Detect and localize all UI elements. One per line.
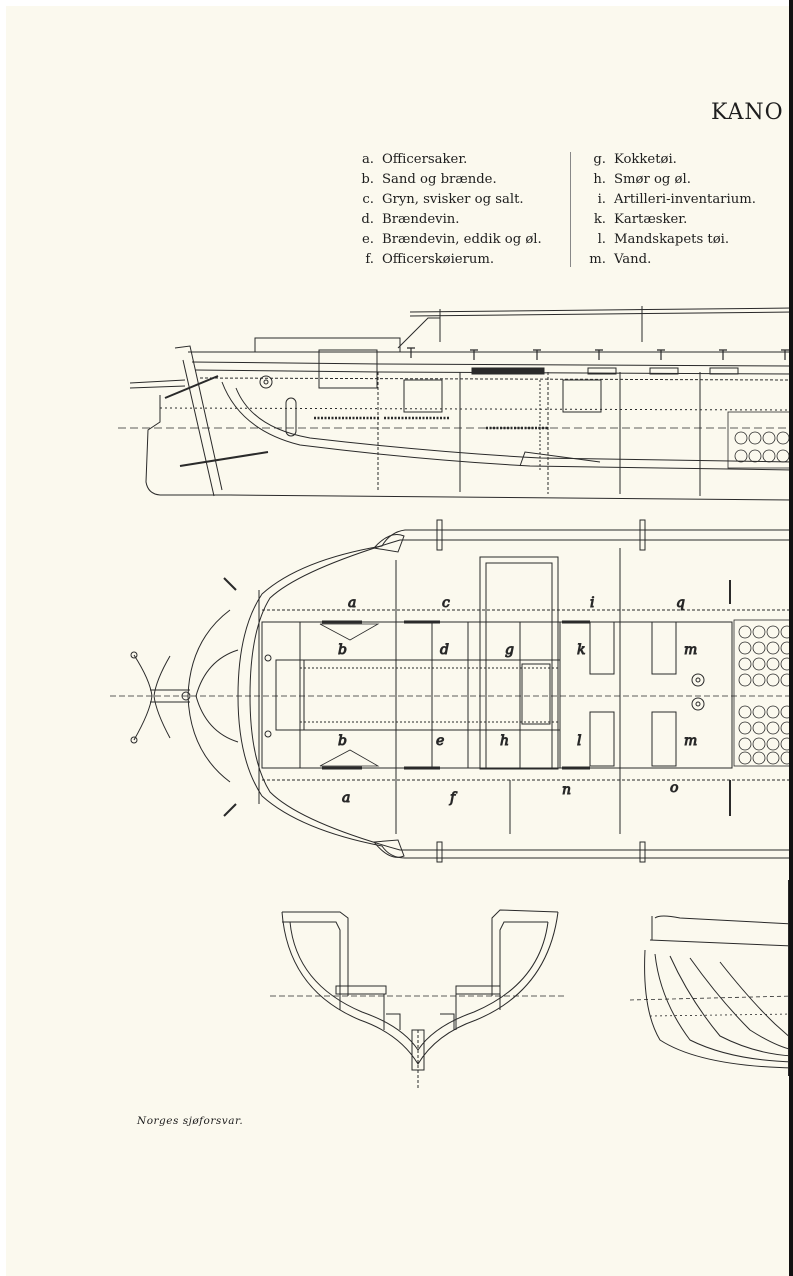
legend-item: a.Officersaker. xyxy=(361,152,468,167)
plan-label: a xyxy=(348,595,356,611)
page-edge xyxy=(789,0,793,1276)
cross-section xyxy=(270,909,566,1090)
plan-label: c xyxy=(442,595,450,611)
publisher-credit: Norges sjøforsvar. xyxy=(137,1115,244,1127)
legend-item: m.Vand. xyxy=(589,252,652,267)
plan-label: q xyxy=(676,595,685,611)
plan-label: b xyxy=(338,642,347,658)
legend-item: c.Gryn, svisker og salt. xyxy=(362,192,524,207)
legend-item: k.Kartæsker. xyxy=(593,212,688,227)
legend-item: d.Brændevin. xyxy=(361,212,460,227)
plan-label: m xyxy=(684,733,697,749)
legend-item: b.Sand og brænde. xyxy=(361,172,497,187)
legend-item: l.Mandskapets tøi. xyxy=(597,232,730,247)
page-title: KANO xyxy=(711,100,784,125)
plan-label: d xyxy=(440,642,449,658)
plan-label: n xyxy=(562,782,571,798)
plan-label: o xyxy=(670,780,678,796)
legend-right: g.Kokketøi. h.Smør og øl. i.Artilleri-in… xyxy=(582,150,756,270)
deck-plan: a c i q b d g k m b e h l m a f n o xyxy=(110,519,793,863)
plan-label: a xyxy=(342,790,350,806)
legend-item: f.Officerskøierum. xyxy=(365,252,495,267)
legend-item: e.Brændevin, eddik og øl. xyxy=(362,232,542,247)
plan-label: b xyxy=(338,733,347,749)
legend-item: h.Smør og øl. xyxy=(593,172,691,187)
body-plan xyxy=(629,880,793,1076)
plan-label: h xyxy=(500,733,509,749)
plan-label: i xyxy=(590,595,594,611)
plan-label: l xyxy=(577,733,581,749)
side-elevation xyxy=(118,306,793,501)
plan-label: f xyxy=(449,790,458,806)
plan-label: e xyxy=(436,733,444,749)
plan-label: g xyxy=(505,642,514,658)
legend-divider xyxy=(570,152,571,267)
legend-item: i.Artilleri-inventarium. xyxy=(597,192,756,207)
plan-label: m xyxy=(684,642,697,658)
legend-item: g.Kokketøi. xyxy=(593,152,677,167)
plan-label: k xyxy=(577,642,585,658)
legend-left: a.Officersaker. b.Sand og brænde. c.Gryn… xyxy=(348,150,542,270)
